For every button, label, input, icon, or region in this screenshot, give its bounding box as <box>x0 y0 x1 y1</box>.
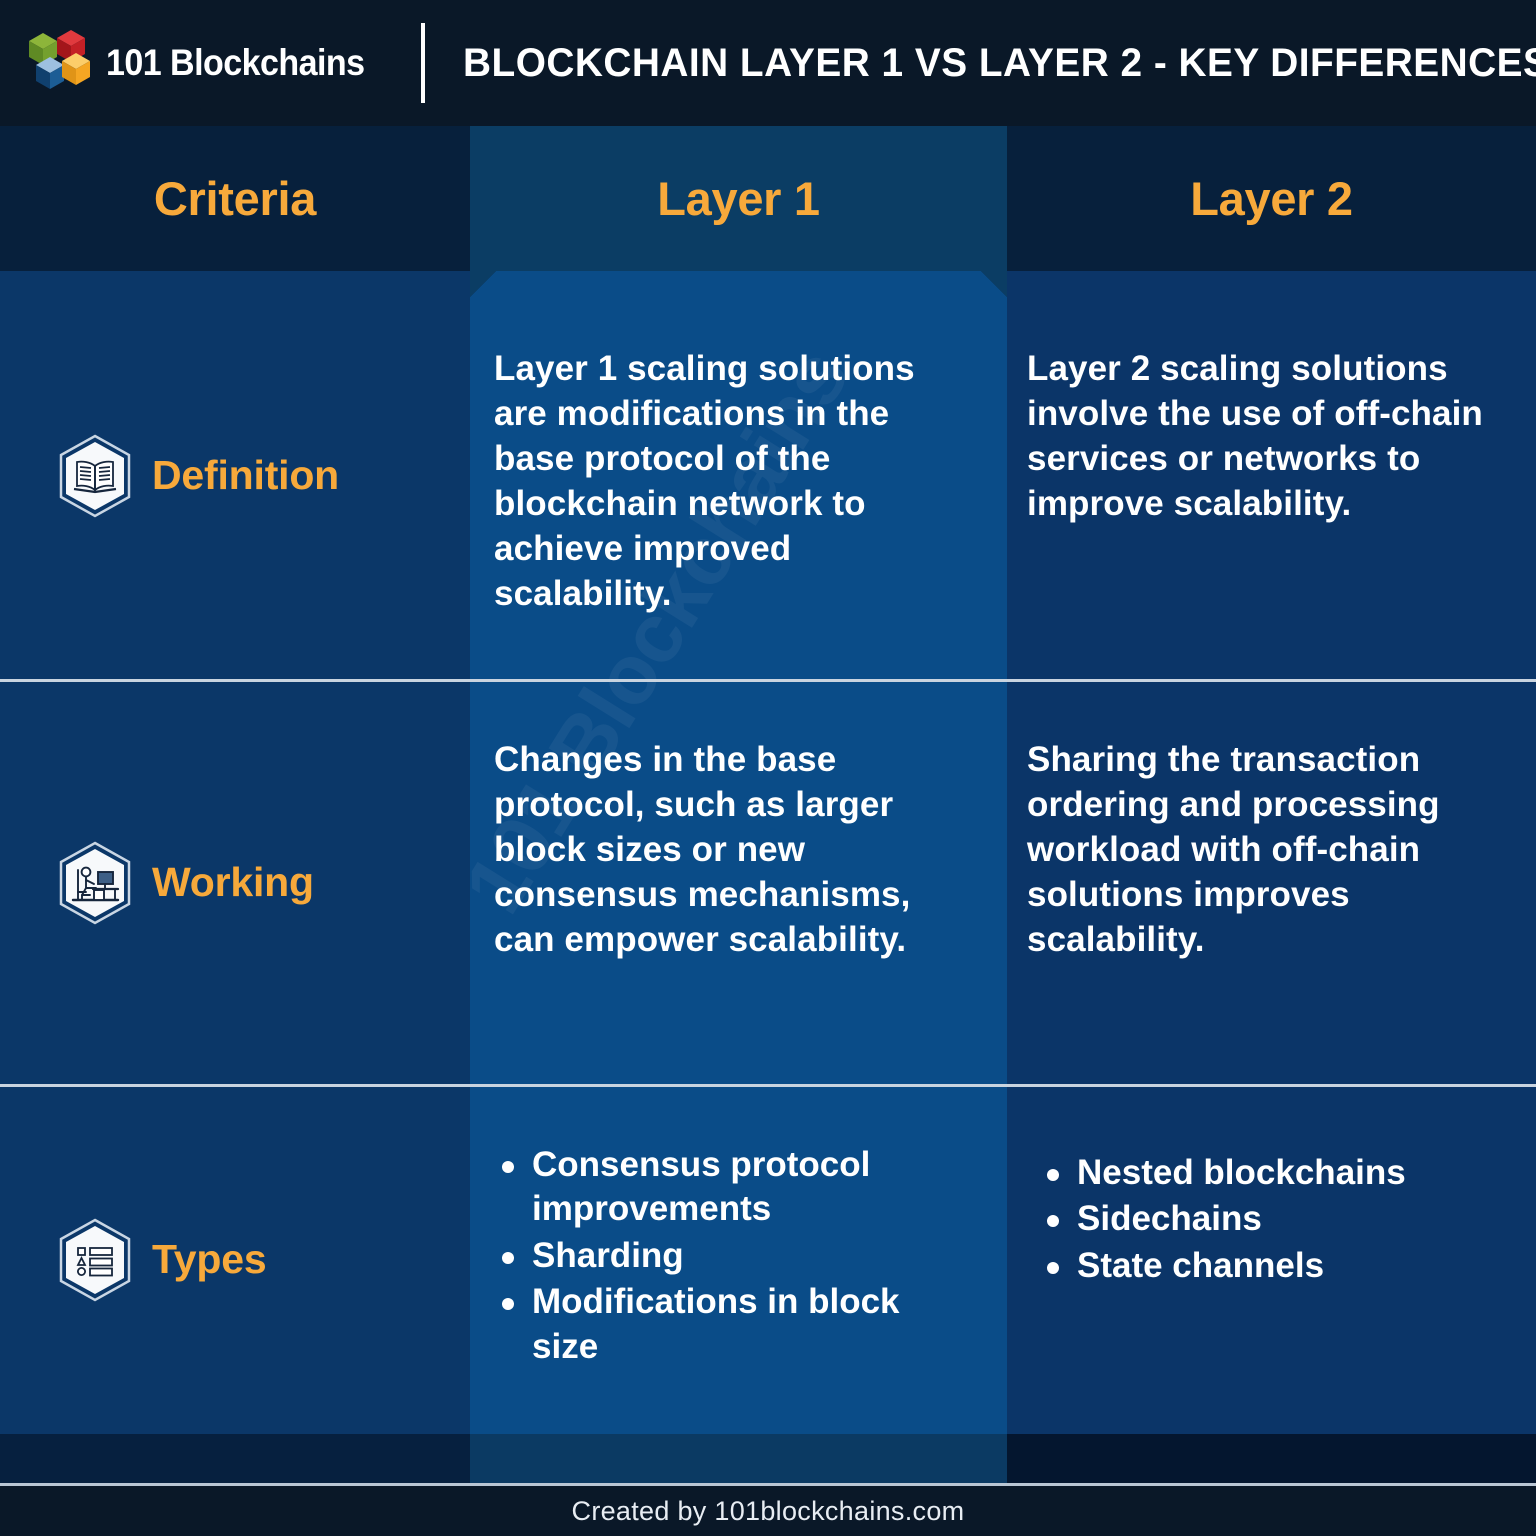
row-divider <box>0 679 1536 682</box>
layer2-text: Sharing the transaction ordering and pro… <box>1027 740 1440 959</box>
layer2-cell: Nested blockchains Sidechains State chan… <box>1007 1085 1536 1434</box>
criteria-cell: Definition <box>0 271 470 680</box>
table-header-row: Criteria Layer 1 Layer 2 <box>0 126 1536 271</box>
criteria-cell: Types <box>0 1085 470 1434</box>
brand-name: 101 Blockchains <box>106 42 365 83</box>
header-notch-layer1-right <box>981 271 1007 297</box>
open-book-icon <box>59 434 131 517</box>
list-item: Sharding <box>494 1234 969 1278</box>
brand-block: 101 Blockchains <box>26 0 425 126</box>
row-divider <box>0 1084 1536 1087</box>
list-item: Sidechains <box>1039 1197 1406 1241</box>
list-item: State channels <box>1039 1244 1406 1288</box>
layer1-column-background <box>470 126 1007 1486</box>
footer-credit: Created by 101blockchains.com <box>571 1495 965 1526</box>
top-bar: 101 Blockchains BLOCKCHAIN LAYER 1 VS LA… <box>0 0 1536 126</box>
header-band-layer2 <box>1007 126 1536 271</box>
layer2-text: Layer 2 scaling solutions involve the us… <box>1027 349 1483 523</box>
brand-divider <box>420 23 425 103</box>
layer1-bullet-list: Consensus protocol improvements Sharding… <box>494 1143 969 1371</box>
criteria-label: Types <box>152 1236 267 1282</box>
table-row: Types Consensus protocol improvements Sh… <box>0 1085 1536 1434</box>
layer1-cell: Layer 1 scaling solutions are modificati… <box>470 271 1007 680</box>
layer2-bullet-list: Nested blockchains Sidechains State chan… <box>1027 1151 1406 1290</box>
layer2-cell: Layer 2 scaling solutions involve the us… <box>1007 271 1536 680</box>
criteria-label: Definition <box>152 452 340 498</box>
comparison-table: 101 Blockchains Criteria Layer 1 Layer 2 <box>0 126 1536 1486</box>
table-row: Definition Layer 1 scaling solutions are… <box>0 271 1536 680</box>
layer1-text: Changes in the base protocol, such as la… <box>494 740 911 959</box>
list-item: Nested blockchains <box>1039 1151 1406 1195</box>
layer2-column-background <box>1007 126 1536 1486</box>
cubes-logo-icon <box>29 30 90 89</box>
list-item: Modifications in block size <box>494 1280 969 1369</box>
column-header-criteria: Criteria <box>153 172 317 225</box>
layer1-cell: Consensus protocol improvements Sharding… <box>470 1085 1007 1434</box>
criteria-label: Working <box>152 859 314 905</box>
table-bottom-band <box>0 1434 1536 1486</box>
header-band-criteria <box>0 126 470 271</box>
header-notch-layer1-left <box>470 271 496 297</box>
layer2-cell: Sharing the transaction ordering and pro… <box>1007 680 1536 1085</box>
list-item: Consensus protocol improvements <box>494 1143 969 1232</box>
footer: Created by 101blockchains.com <box>0 1486 1536 1536</box>
bottom-band-layer1 <box>470 1434 1007 1486</box>
bottom-band-criteria <box>0 1434 470 1486</box>
bottom-band-layer2 <box>1007 1434 1536 1486</box>
person-at-desk-icon <box>59 841 131 924</box>
table-row: Working Changes in the base protocol, su… <box>0 680 1536 1085</box>
column-header-layer2: Layer 2 <box>1190 172 1353 225</box>
footer-divider <box>0 1483 1536 1486</box>
column-header-layer1: Layer 1 <box>657 172 820 225</box>
page-title: BLOCKCHAIN LAYER 1 VS LAYER 2 - KEY DIFF… <box>462 40 1536 85</box>
criteria-cell: Working <box>0 680 470 1085</box>
header-band-layer1 <box>470 126 1007 271</box>
layer1-text: Layer 1 scaling solutions are modificati… <box>494 349 915 613</box>
layer1-cell: Changes in the base protocol, such as la… <box>470 680 1007 1085</box>
bulleted-list-icon <box>59 1218 131 1301</box>
